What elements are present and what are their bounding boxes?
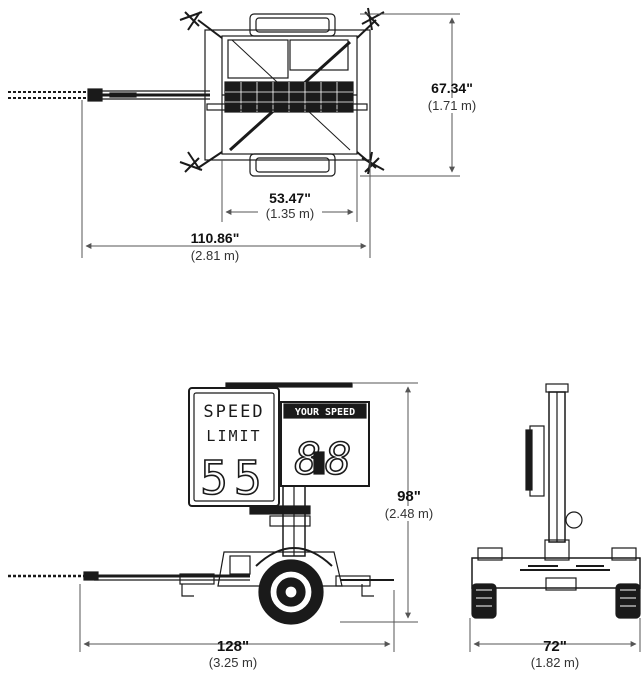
top-view-inner-imperial: 53.47" — [269, 190, 311, 206]
side-view-length-metric: (3.25 m) — [198, 655, 268, 670]
display-header: YOUR SPEED — [295, 407, 355, 418]
sign-speed-digits: 55 — [200, 451, 267, 505]
top-view-overall-imperial: 110.86" — [190, 230, 240, 246]
side-view-height-imperial: 98" — [397, 488, 421, 505]
side-view-hitch — [83, 571, 99, 581]
side-view-length-imperial: 128" — [216, 638, 250, 655]
top-view-overall-metric: (2.81 m) — [180, 248, 250, 263]
side-view-solar-panel — [225, 382, 353, 388]
sign-line-speed: SPEED — [203, 402, 264, 422]
sign-line-limit: LIMIT — [206, 427, 261, 445]
rear-view-wheels — [471, 583, 641, 619]
rear-view-width-imperial: 72" — [543, 638, 567, 655]
top-view-width-metric: (1.71 m) — [420, 98, 484, 113]
side-view-speed-display — [280, 401, 370, 487]
rear-view-mast — [525, 383, 583, 561]
side-view-trailer-body — [94, 551, 394, 597]
rear-view-width-metric: (1.82 m) — [520, 655, 590, 670]
display-digits: 88 — [295, 434, 356, 485]
side-view-mast — [249, 485, 311, 557]
side-view-dimension-lines — [79, 382, 418, 652]
top-view-tow-chain — [8, 88, 210, 102]
top-view-width-imperial: 67.34" — [431, 80, 473, 96]
top-view-frame — [204, 13, 371, 177]
rear-view — [469, 383, 641, 652]
sign-text: SPEED LIMIT 55 YOUR SPEED 88 — [200, 402, 356, 506]
side-view — [8, 382, 418, 652]
top-view — [8, 7, 460, 258]
top-view-dimension-lines — [81, 13, 460, 258]
side-view-speed-limit-sign — [188, 387, 280, 507]
rear-view-trailer-body — [471, 547, 641, 591]
top-view-solar-panel — [206, 81, 368, 113]
top-view-inner-metric: (1.35 m) — [258, 206, 322, 221]
side-view-wheel — [255, 547, 333, 625]
side-view-height-metric: (2.48 m) — [372, 506, 446, 521]
rear-view-dimension-lines — [469, 618, 641, 652]
